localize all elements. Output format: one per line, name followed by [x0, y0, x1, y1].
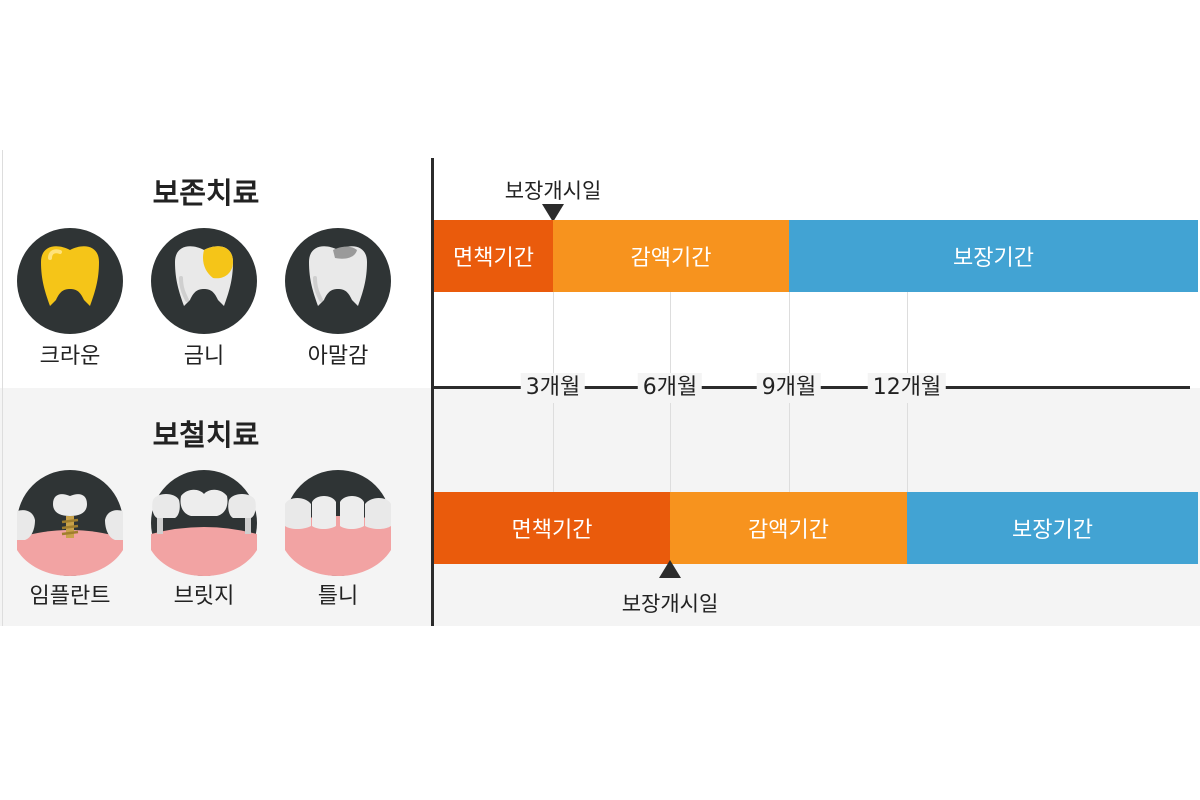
bottom-reduction-bar: 감액기간	[670, 492, 907, 564]
denture-label: 틀니	[317, 584, 359, 609]
denture-icon	[285, 470, 391, 576]
tick-12-months: 12개월	[867, 373, 947, 403]
tick-9-months: 9개월	[756, 373, 822, 403]
gold-filling-tooth-icon	[151, 228, 257, 334]
bridge-label: 브릿지	[173, 584, 235, 609]
bottom-start-date-marker	[659, 560, 681, 578]
top-start-date-label: 보장개시일	[504, 179, 602, 203]
tick-6-months: 6개월	[637, 373, 703, 403]
amalgam-filling-tooth-icon	[285, 228, 391, 334]
top-start-date-marker	[542, 204, 564, 222]
bridge-icon	[151, 470, 257, 576]
bottom-exemption-bar: 면책기간	[434, 492, 670, 564]
top-coverage-bar: 보장기간	[789, 220, 1198, 292]
top-reduction-bar: 감액기간	[553, 220, 789, 292]
bottom-coverage-bar: 보장기간	[907, 492, 1198, 564]
gold-tooth-label: 금니	[183, 344, 225, 369]
vertical-divider	[431, 158, 434, 626]
prosthetic-title: 보철치료	[152, 418, 260, 452]
implant-label: 임플란트	[29, 584, 111, 609]
crown-label: 크라운	[39, 344, 101, 369]
bottom-start-date-label: 보장개시일	[621, 592, 719, 616]
top-exemption-bar: 면책기간	[434, 220, 553, 292]
amalgam-label: 아말감	[307, 344, 369, 369]
gold-crown-tooth-icon	[17, 228, 123, 334]
left-border	[2, 150, 3, 626]
implant-icon	[17, 470, 123, 576]
conservative-title: 보존치료	[152, 176, 260, 210]
tick-3-months: 3개월	[520, 373, 586, 403]
